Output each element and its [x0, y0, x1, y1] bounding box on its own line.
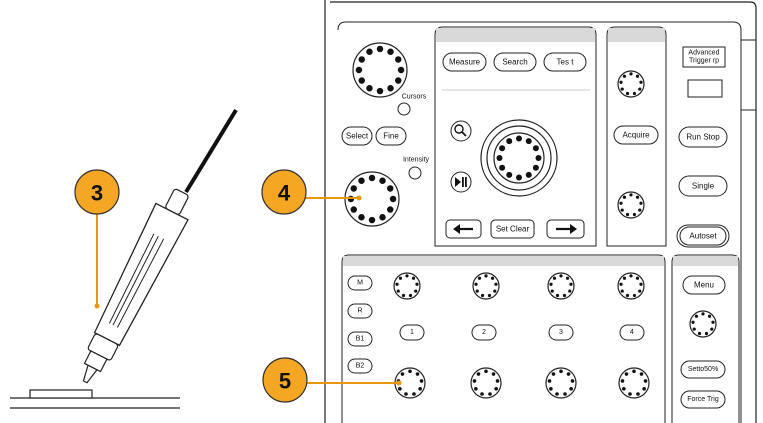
zoom-button[interactable]	[450, 120, 472, 142]
trigger-section: Menu Setto50% Force Trig	[671, 254, 740, 423]
menu-label: Menu	[694, 281, 714, 290]
acquire-knob-a[interactable]	[617, 70, 645, 98]
measure-button[interactable]	[442, 52, 487, 72]
intensity-button[interactable]	[408, 166, 422, 180]
test-button[interactable]	[543, 52, 587, 72]
set-to-50-button[interactable]	[680, 360, 726, 379]
ch-1-label: 1	[410, 329, 414, 336]
acquire-section: Acquire	[606, 26, 667, 247]
ch4-button[interactable]	[619, 324, 645, 341]
ch3-position-knob[interactable]	[547, 272, 575, 300]
play-pause-icon	[455, 177, 467, 187]
acquire-button[interactable]	[613, 125, 659, 145]
ch3-scale-knob[interactable]	[545, 367, 577, 399]
advanced-trigger-button[interactable]	[682, 46, 726, 68]
bus-b2-button[interactable]	[347, 358, 373, 374]
ch2-position-knob[interactable]	[472, 272, 500, 300]
ch-b2-label: B2	[356, 363, 365, 370]
ch4-scale-knob[interactable]	[618, 367, 650, 399]
multipurpose-knob-a[interactable]	[352, 42, 408, 98]
ch1-position-knob[interactable]	[393, 272, 421, 300]
trigger-level-knob[interactable]	[689, 310, 717, 338]
single-label: Single	[692, 182, 715, 191]
search-button[interactable]	[493, 52, 537, 72]
bus-b1-button[interactable]	[347, 331, 373, 347]
ch-2-label: 2	[482, 329, 486, 336]
probe-illustration	[10, 108, 238, 409]
set-clear-mark-button[interactable]	[490, 219, 535, 239]
math-button[interactable]	[347, 275, 373, 291]
ch-m-label: M	[357, 280, 363, 287]
callout-4: 4	[261, 169, 362, 215]
navigation-section: Measure Search Tes t	[434, 26, 597, 247]
ch4-position-knob[interactable]	[617, 272, 645, 300]
ref-button[interactable]	[347, 303, 373, 319]
callout-5: 5	[262, 357, 402, 403]
ch1-button[interactable]	[399, 324, 425, 341]
trigger-menu-button[interactable]	[682, 275, 726, 295]
ch-3-label: 3	[559, 329, 563, 336]
trigger-run-section: Advanced Trigger rp Run Stop Single Auto…	[676, 46, 730, 248]
cursors-label: Cursors	[402, 94, 427, 101]
search-label: Search	[502, 58, 527, 67]
set-to-50-label: Setto50%	[688, 366, 718, 373]
advanced-trigger-line2: Trigger rp	[689, 58, 719, 65]
callout-5-number: 5	[279, 369, 291, 394]
acquire-label: Acquire	[622, 131, 650, 140]
callout-4-number: 4	[278, 181, 291, 206]
callout-3-number: 3	[91, 181, 103, 206]
test-label: Tes t	[557, 58, 575, 67]
multipurpose-knob-b[interactable]	[344, 171, 400, 227]
callout-3: 3	[74, 169, 120, 309]
acquire-knob-b[interactable]	[617, 191, 645, 219]
play-pause-button[interactable]	[450, 171, 472, 193]
set-clear-label: Set Clear	[496, 225, 530, 234]
advanced-trigger-line1: Advanced	[688, 50, 719, 57]
trigger-indicator	[687, 79, 723, 98]
ch-r-label: R	[357, 308, 362, 315]
intensity-label: Intensity	[403, 157, 430, 164]
vertical-section: M R B1 B2 1 2 3 4	[341, 254, 666, 423]
front-panel	[324, 0, 757, 423]
ch3-button[interactable]	[548, 324, 574, 341]
ch-4-label: 4	[630, 329, 634, 336]
fine-button[interactable]	[375, 126, 407, 146]
magnifier-icon	[454, 124, 467, 137]
cursors-button[interactable]	[397, 102, 411, 116]
ch2-button[interactable]	[471, 324, 497, 341]
single-button[interactable]	[678, 175, 728, 197]
force-trig-label: Force Trig	[687, 396, 719, 403]
pan-knob[interactable]	[493, 132, 545, 184]
right-arrow-icon	[556, 224, 577, 234]
fine-label: Fine	[383, 132, 399, 141]
ch-b1-label: B1	[356, 336, 365, 343]
run-stop-button[interactable]	[678, 126, 728, 148]
measure-label: Measure	[449, 58, 481, 67]
select-button[interactable]	[341, 126, 373, 146]
autoset-label: Autoset	[689, 232, 717, 241]
multipurpose-section: Cursors Select Fine Intensity	[341, 42, 430, 227]
ch2-scale-knob[interactable]	[470, 367, 502, 399]
run-stop-label: Run Stop	[686, 133, 720, 142]
left-arrow-icon	[453, 224, 473, 234]
select-label: Select	[346, 132, 369, 141]
force-trig-button[interactable]	[680, 390, 726, 409]
